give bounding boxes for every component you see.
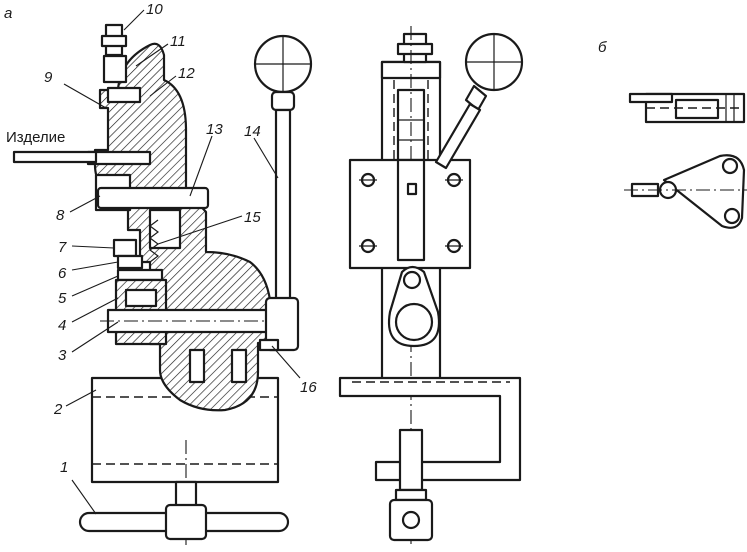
callout-7: 7 [58,239,67,256]
plate-holes [359,172,463,254]
callout-5: 5 [58,290,67,307]
callout-14: 14 [244,123,261,140]
c-clamp [338,376,522,482]
view-label-b: б [598,39,607,56]
callout-11: 11 [170,33,186,50]
workpiece [12,150,98,164]
callout-6: 6 [58,265,67,282]
lever-hub [264,296,300,352]
labels: а б Изделие 1 2 3 4 5 6 7 8 9 10 11 12 1… [4,1,607,476]
callout-3: 3 [58,347,67,364]
callout-13: 13 [206,121,223,138]
callout-12: 12 [178,65,195,82]
section-view [12,23,313,545]
clamp-screw [174,480,198,508]
callout-4: 4 [58,317,66,334]
leader-lines [60,9,301,515]
callout-10: 10 [146,1,163,18]
callout-15: 15 [244,209,261,226]
callout-1: 1 [60,459,68,476]
callout-9: 9 [44,69,53,86]
callout-2: 2 [53,401,63,418]
spring [149,219,159,263]
lever-rod [274,108,292,302]
triangular-plate [662,154,746,229]
front-view [338,26,524,545]
callout-16: 16 [300,379,317,396]
view-label-a: а [4,5,12,22]
callout-8: 8 [56,207,65,224]
workpiece-label: Изделие [6,129,65,146]
shaft-13 [96,186,210,210]
detail-view-b [624,92,747,229]
